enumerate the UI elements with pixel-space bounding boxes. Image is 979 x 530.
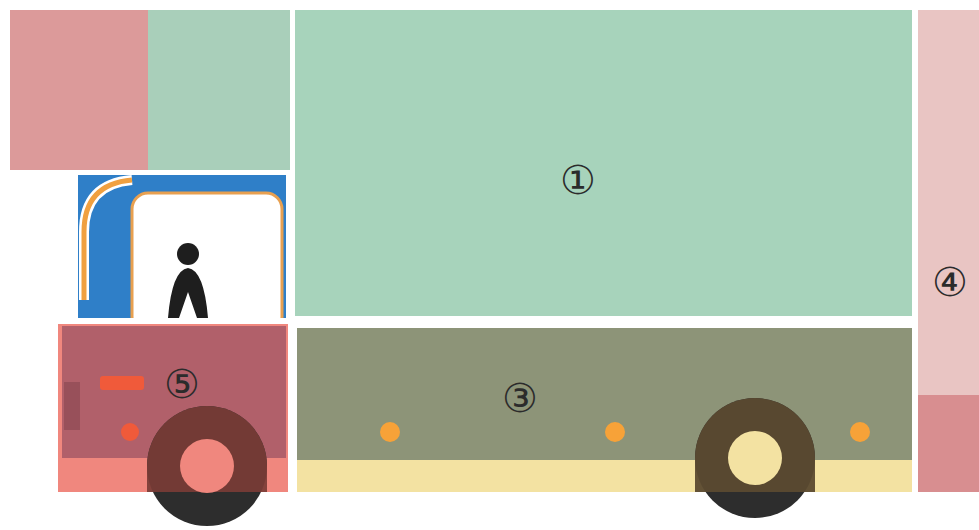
chassis-band xyxy=(297,328,912,460)
headlight xyxy=(100,376,144,390)
part-region: ⑤ xyxy=(58,324,288,458)
rear-wheel-upper xyxy=(695,398,815,492)
chassis-base xyxy=(297,460,912,492)
part-region: ④ xyxy=(918,10,979,394)
rear-light-block xyxy=(918,395,979,492)
part-region: ① xyxy=(295,10,912,316)
driver-body xyxy=(168,268,208,318)
rear-hub xyxy=(728,431,782,485)
side-light xyxy=(850,422,870,442)
side-light xyxy=(380,422,400,442)
bumper xyxy=(64,382,80,430)
callout-number: ⑤ xyxy=(164,364,200,404)
cab-window xyxy=(132,193,282,333)
rear-wheel xyxy=(695,398,815,518)
front-hub xyxy=(180,439,234,493)
front-wheel-upper xyxy=(147,406,267,492)
pink-block xyxy=(10,10,148,170)
callout-number: ④ xyxy=(932,262,968,302)
cab-trim xyxy=(84,180,132,300)
rear-band xyxy=(918,10,979,492)
front-wheel xyxy=(147,406,267,526)
callout-number: ③ xyxy=(502,378,538,418)
cab-gap xyxy=(78,318,286,324)
side-light xyxy=(605,422,625,442)
green-block xyxy=(148,10,290,170)
indicator xyxy=(121,423,139,441)
callout-number: ① xyxy=(560,160,596,200)
cab-lower xyxy=(58,324,288,492)
cargo-box xyxy=(295,10,912,316)
driver-head xyxy=(177,243,199,265)
part-region: ③ xyxy=(297,328,912,460)
cab-trim xyxy=(84,180,132,300)
